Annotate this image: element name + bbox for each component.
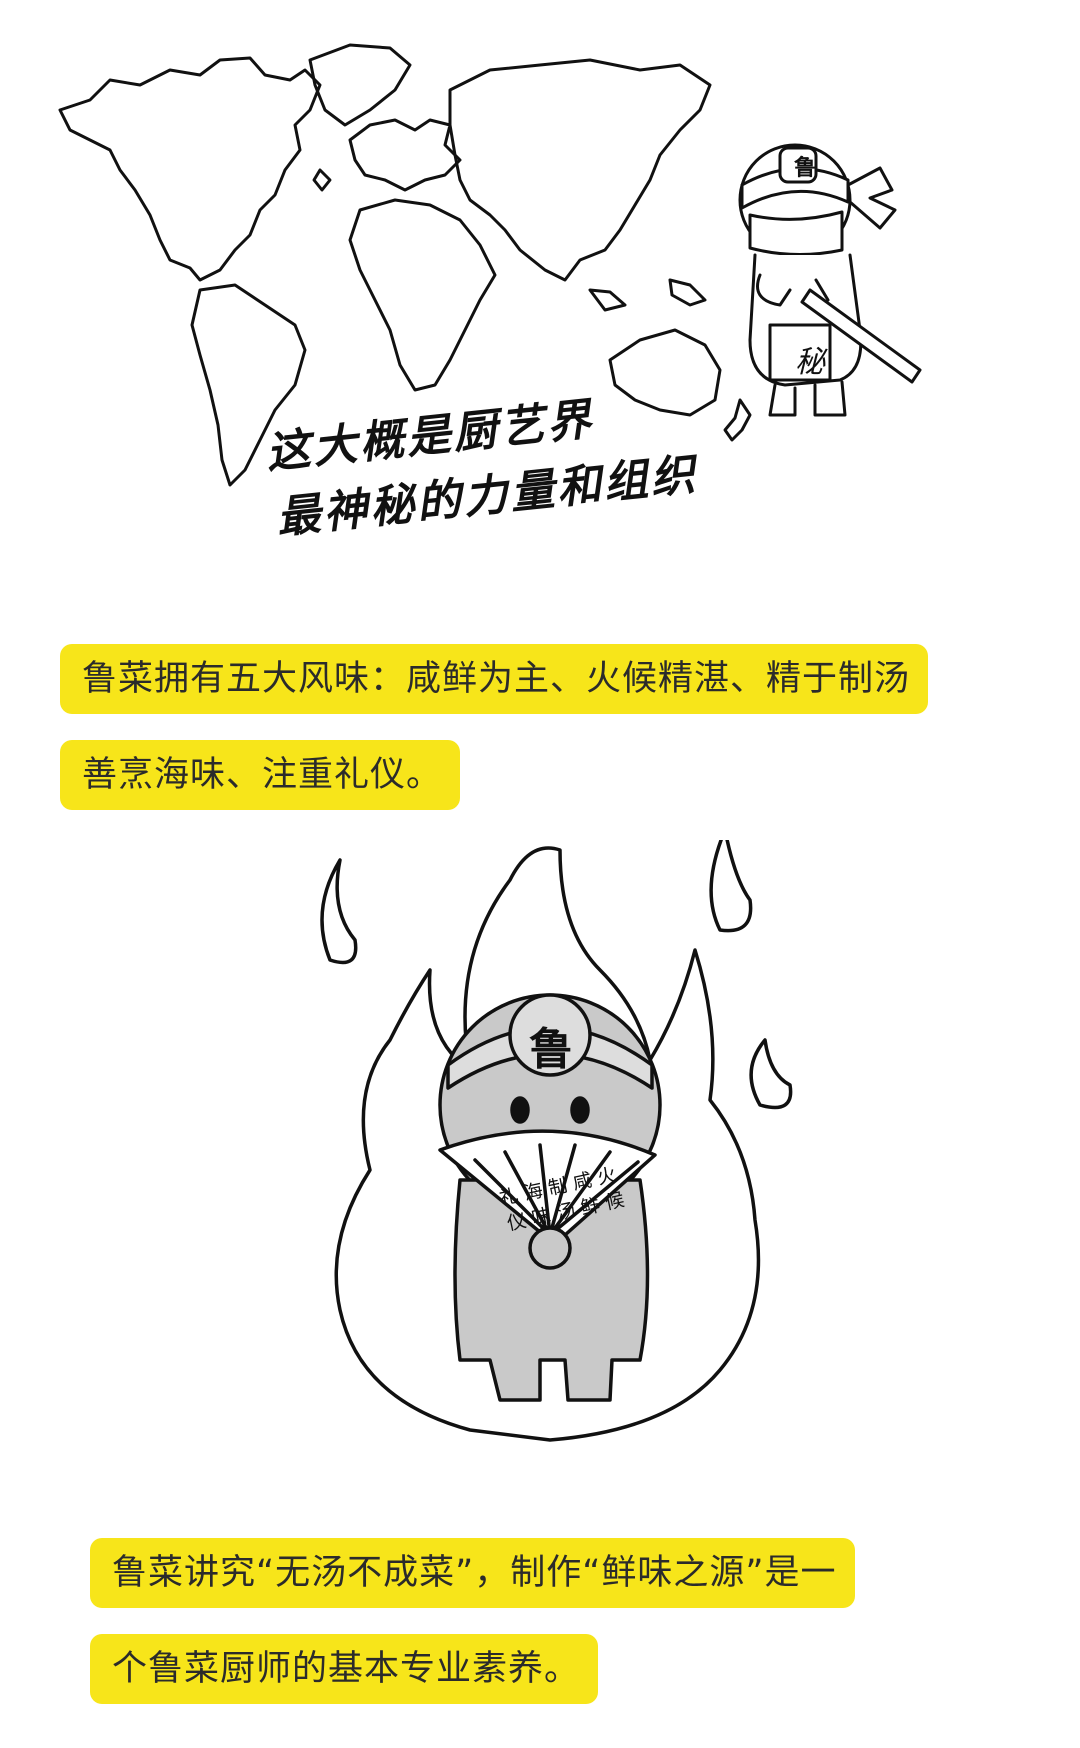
paragraph2-line2: 个鲁菜厨师的基本专业素养。: [90, 1634, 599, 1704]
paragraph2-line1: 鲁菜讲究“无汤不成菜”，制作“鲜味之源”是一: [90, 1538, 855, 1608]
paragraph1-line1: 鲁菜拥有五大风味：咸鲜为主、火候精湛、精于制汤: [60, 644, 929, 714]
africa-shape: [348, 198, 497, 392]
europe-shape: [348, 118, 462, 192]
north-america-shape: [58, 56, 322, 282]
paragraph1-line2: 善烹海味、注重礼仪。: [60, 740, 461, 810]
new-zealand-shape: [723, 398, 752, 442]
flame-wisp-left: [320, 858, 358, 965]
asia-shape: [448, 58, 712, 282]
ninja-chef-illustration: [730, 130, 950, 430]
south-america-shape: [190, 283, 307, 487]
flame-wisp-right: [709, 840, 753, 933]
chef-cap-char: 鲁: [529, 1024, 573, 1075]
flame-wisp-far-right: [749, 1038, 793, 1110]
world-map-illustration: [50, 30, 770, 500]
flame-chef-illustration: [300, 840, 820, 1460]
ninja-cap-char: 鲁: [793, 156, 816, 181]
greenland-shape: [308, 43, 412, 127]
australia-shape: [608, 328, 722, 417]
ninja-apron-char: 秘: [795, 345, 825, 380]
